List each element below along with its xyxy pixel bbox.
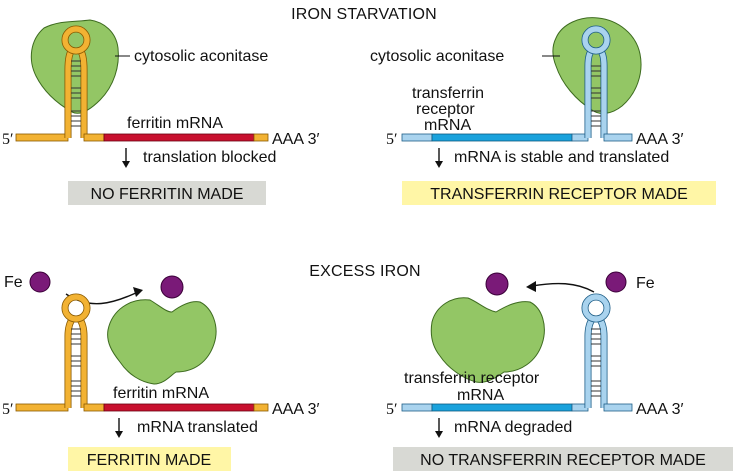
header-excess-iron: EXCESS IRON <box>309 263 421 280</box>
outcome-box <box>68 181 266 205</box>
panel-top-right: cytosolic aconitase transferrin receptor… <box>370 17 716 205</box>
outcome-box <box>393 447 733 471</box>
outcome-text: FERRITIN MADE <box>87 452 211 469</box>
five-prime-label: 5′ <box>386 131 398 148</box>
mrna-3prime-segment <box>603 403 633 412</box>
effect-label: mRNA degraded <box>454 419 572 436</box>
three-prime-label: AAA 3′ <box>272 131 319 148</box>
iron-label: Fe <box>636 275 655 292</box>
tfr-coding-region <box>431 403 573 412</box>
ire-stem-loop <box>581 25 611 138</box>
three-prime-label: AAA 3′ <box>636 401 683 418</box>
ire-stem-loop <box>61 293 91 408</box>
mrna-label-line-2: receptor <box>416 101 475 118</box>
aconitase-protein <box>107 299 217 385</box>
mrna-3prime-segment <box>253 403 269 412</box>
aconitase-label: cytosolic aconitase <box>370 48 504 65</box>
outcome-box <box>402 181 716 205</box>
outcome-text: NO FERRITIN MADE <box>91 186 244 203</box>
down-arrow-icon <box>435 418 443 438</box>
effect-label: mRNA translated <box>137 419 258 436</box>
mrna-5prime-segment <box>15 403 69 412</box>
mrna-utr-segment <box>83 403 105 412</box>
outcome-box <box>68 447 231 471</box>
down-arrow-icon <box>122 148 130 168</box>
ferritin-coding-region <box>103 403 255 412</box>
three-prime-label: AAA 3′ <box>272 401 319 418</box>
mrna-label: ferritin mRNA <box>127 115 223 132</box>
iron-label: Fe <box>4 274 23 291</box>
five-prime-label: 5′ <box>2 401 14 418</box>
mrna-5prime-segment <box>15 133 69 142</box>
header-iron-starvation: IRON STARVATION <box>291 6 437 23</box>
mrna-label-line-1: transferrin receptor <box>404 370 540 387</box>
ire-stem-loop <box>581 293 611 408</box>
iron-atom <box>605 271 627 293</box>
panel-top-left: cytosolic aconitase 5′ AAA 3′ ferritin m… <box>2 19 319 205</box>
effect-label: translation blocked <box>143 149 276 166</box>
iron-atom-bound <box>160 275 184 299</box>
mrna-5prime-segment <box>401 133 433 142</box>
aconitase-protein <box>430 297 545 383</box>
down-arrow-icon <box>115 418 123 438</box>
five-prime-label: 5′ <box>386 401 398 418</box>
mrna-label: ferritin mRNA <box>113 385 209 402</box>
mrna-5prime-segment <box>401 403 433 412</box>
ire-stem-loop <box>61 25 91 138</box>
iron-atom-bound <box>485 272 509 296</box>
ferritin-coding-region <box>103 133 255 142</box>
mrna-label-line-2: mRNA <box>457 387 504 404</box>
mrna-utr-segment <box>83 133 105 142</box>
down-arrow-icon <box>435 148 443 168</box>
outcome-text: NO TRANSFERRIN RECEPTOR MADE <box>420 452 706 469</box>
tfr-coding-region <box>431 133 573 142</box>
panel-bottom-left: Fe 5′ AAA 3′ ferritin mRNA <box>2 271 319 471</box>
panel-bottom-right: Fe transferrin receptor mRNA 5′ <box>386 271 733 471</box>
mrna-3prime-segment <box>603 133 633 142</box>
three-prime-label: AAA 3′ <box>636 131 683 148</box>
mrna-3prime-segment <box>253 133 269 142</box>
five-prime-label: 5′ <box>2 131 14 148</box>
aconitase-protein <box>30 19 119 114</box>
effect-label: mRNA is stable and translated <box>454 149 669 166</box>
iron-atom <box>29 271 51 293</box>
mrna-label-line-1: transferrin <box>412 85 484 102</box>
outcome-text: TRANSFERRIN RECEPTOR MADE <box>430 186 688 203</box>
aconitase-label: cytosolic aconitase <box>134 48 268 65</box>
mrna-label-line-3: mRNA <box>424 117 471 134</box>
iron-binding-arrow <box>531 282 595 293</box>
